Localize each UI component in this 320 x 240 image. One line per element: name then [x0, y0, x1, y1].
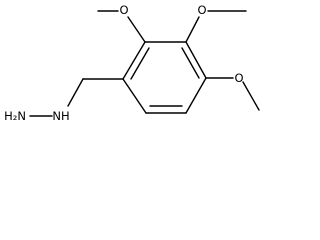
bond-ch2-nh: [67, 78, 84, 107]
ring-bond-c4-c5: [185, 77, 207, 114]
ring-bond-c1-c2: [122, 41, 146, 80]
ring-bond-c6-c1: [122, 78, 147, 114]
bond-c3-o-top-right: [185, 16, 200, 43]
molecule-drawing: O O O H₂N NH: [4, 3, 260, 123]
ring-double-bond-inner-left: [130, 47, 150, 80]
structure-diagram: O O O H₂N NH: [0, 0, 266, 123]
amine-label: H₂N: [4, 109, 26, 123]
ring-double-bond-inner-right: [181, 47, 200, 79]
oxygen-label-top-right: O: [197, 3, 206, 17]
nh-label: NH: [52, 109, 69, 123]
oxygen-label-right: O: [234, 71, 243, 85]
bond-o-right-methyl: [242, 81, 260, 111]
oxygen-label-top-left: O: [119, 3, 128, 17]
ring-bond-c3-c4: [185, 41, 207, 79]
bond-c2-o-top-left: [127, 16, 146, 43]
